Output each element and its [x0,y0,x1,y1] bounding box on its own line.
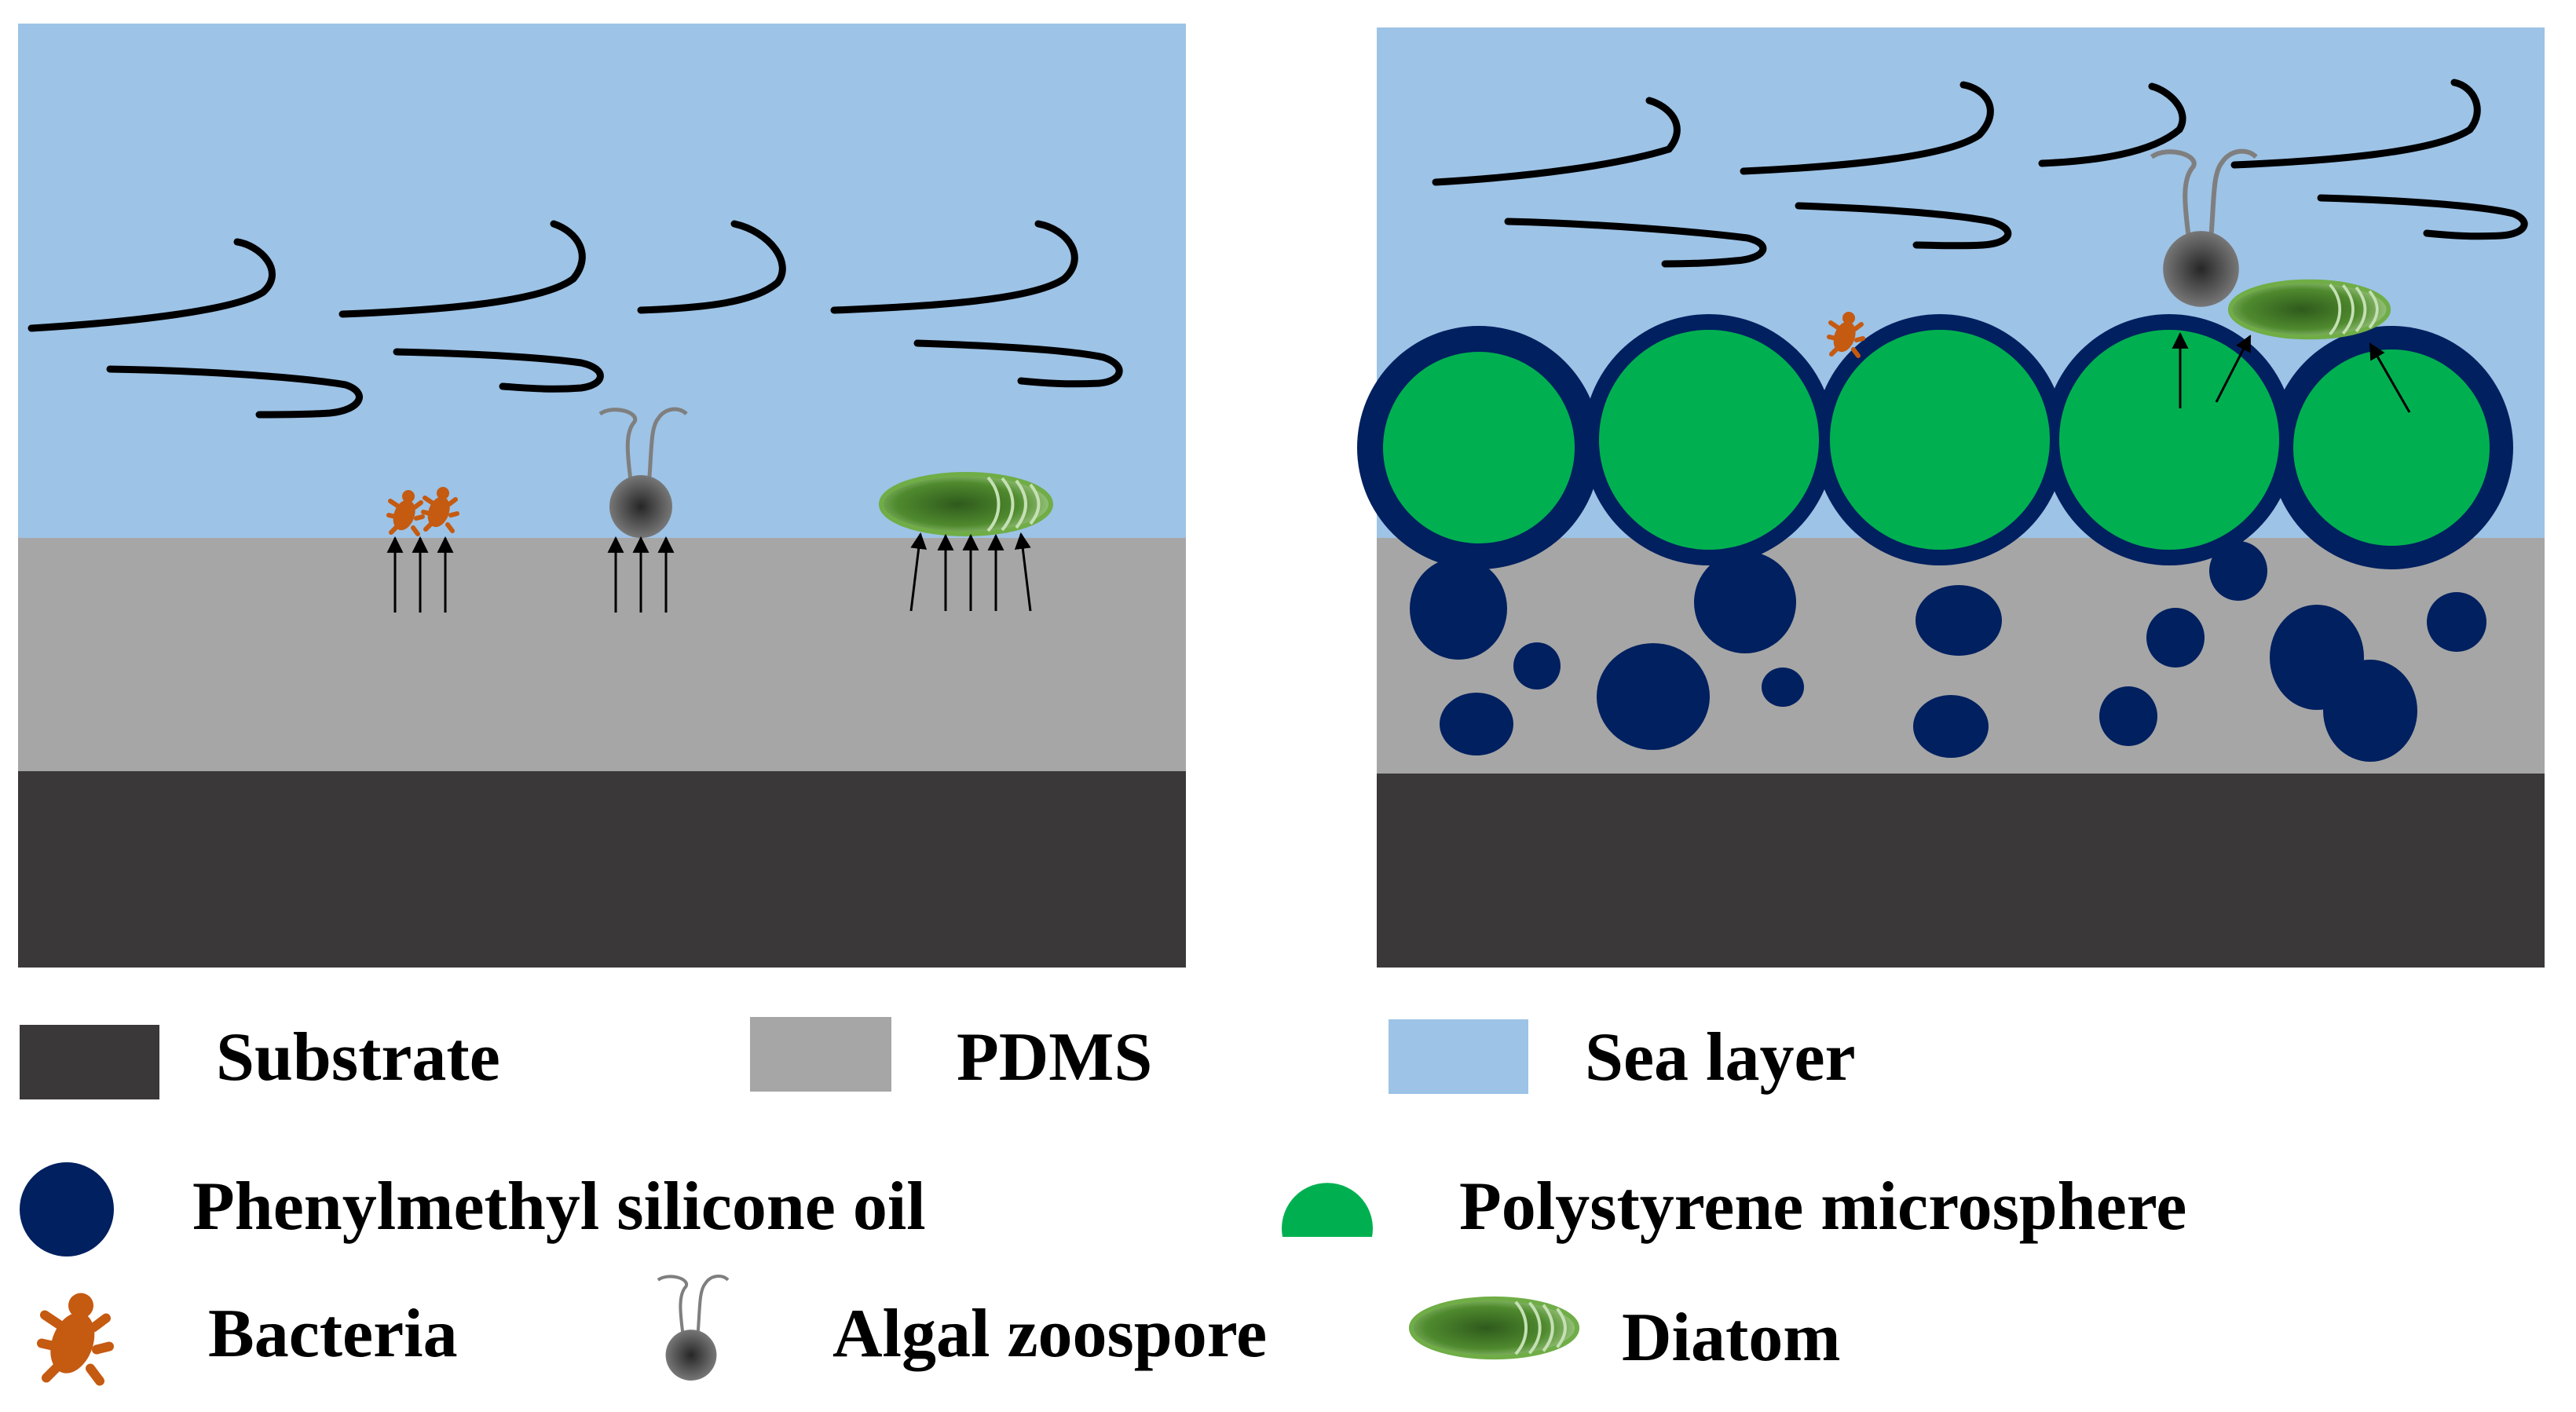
polymer-chain [2038,82,2186,167]
sea-layer-swatch [1389,1019,1528,1094]
diatom-label: Diatom [1622,1300,1841,1376]
silicone-oil-swatch [20,1162,114,1257]
polymer-chain [2317,194,2528,240]
weak-adhesion-arrows [2172,331,2411,413]
microsphere-swatch [1282,1183,1373,1237]
polymer-chain [1795,202,2012,250]
silicone-oil-droplet [1762,668,1804,707]
diatom-adhesion-arrows [909,532,1032,612]
polystyrene-microsphere [2059,330,2279,550]
oil-coated-microspheres [1357,314,2513,569]
zoospore-label: Algal zoospore [832,1296,1267,1372]
polymer-chain [2230,79,2481,169]
bacteria-adhesion-arrows [386,536,454,613]
silicone-oil-droplet [1410,558,1507,660]
diatom-icon [1411,1299,1577,1357]
bacteria-label: Bacteria [208,1296,458,1372]
substrate-label: Substrate [216,1019,500,1096]
silicone-oil-droplet [1513,642,1561,690]
silicone-oil-droplet [2099,686,2157,746]
silicone-oil-droplet [1440,693,1513,755]
silicone-oil-droplet [2209,541,2267,601]
right-panel [1357,27,2545,968]
substrate-swatch [20,1025,159,1099]
silicone-oil-droplet [1597,643,1710,750]
left-sea-layer [18,24,1186,538]
zoospore-adhesion-arrows [607,536,675,613]
left-polymer-chains [27,220,1123,419]
silicone-oil-droplet [2323,660,2417,762]
bacteria-icon [42,1293,109,1381]
polystyrene-microsphere [2293,349,2490,546]
microsphere-label: Polystyrene microsphere [1459,1169,2186,1245]
polymer-chain [1740,81,1994,175]
algal-zoospore-icon [658,1276,728,1381]
sea-layer-label: Sea layer [1585,1019,1856,1096]
polystyrene-microsphere [1830,330,2050,550]
silicone-oil-droplet [2146,608,2205,668]
left-substrate-layer [18,771,1186,968]
polymer-chain [1432,97,1681,186]
left-pdms-layer [18,538,1186,771]
left-panel [18,24,1186,968]
silicone-oil-droplet [1694,551,1796,653]
diatom-icon [2230,282,2389,338]
silicone-oil-droplet [2427,592,2486,652]
polystyrene-microsphere [1599,330,1819,550]
pdms-label: PDMS [957,1019,1152,1096]
polymer-chain [106,365,363,419]
silicone-oil-droplet [1913,695,1989,758]
polystyrene-microsphere [1383,352,1575,543]
pdms-swatch [750,1017,891,1092]
polymer-chain [830,220,1078,314]
silicone-oil-droplets [1410,541,2486,762]
legend: Substrate PDMS Sea layer Phenylmethyl si… [20,1017,2186,1381]
silicone-oil-droplet [1916,585,2002,656]
silicone-oil-label: Phenylmethyl silicone oil [192,1169,926,1245]
polymer-chain [1504,218,1767,268]
polymer-chain [637,220,786,314]
polymer-chain [27,238,276,332]
polymer-chain [913,339,1123,388]
polymer-chain [338,220,586,318]
polymer-chain [393,348,604,393]
right-polymer-chains [1432,79,2528,268]
diatom-icon [881,474,1051,534]
right-substrate-layer [1377,774,2545,968]
